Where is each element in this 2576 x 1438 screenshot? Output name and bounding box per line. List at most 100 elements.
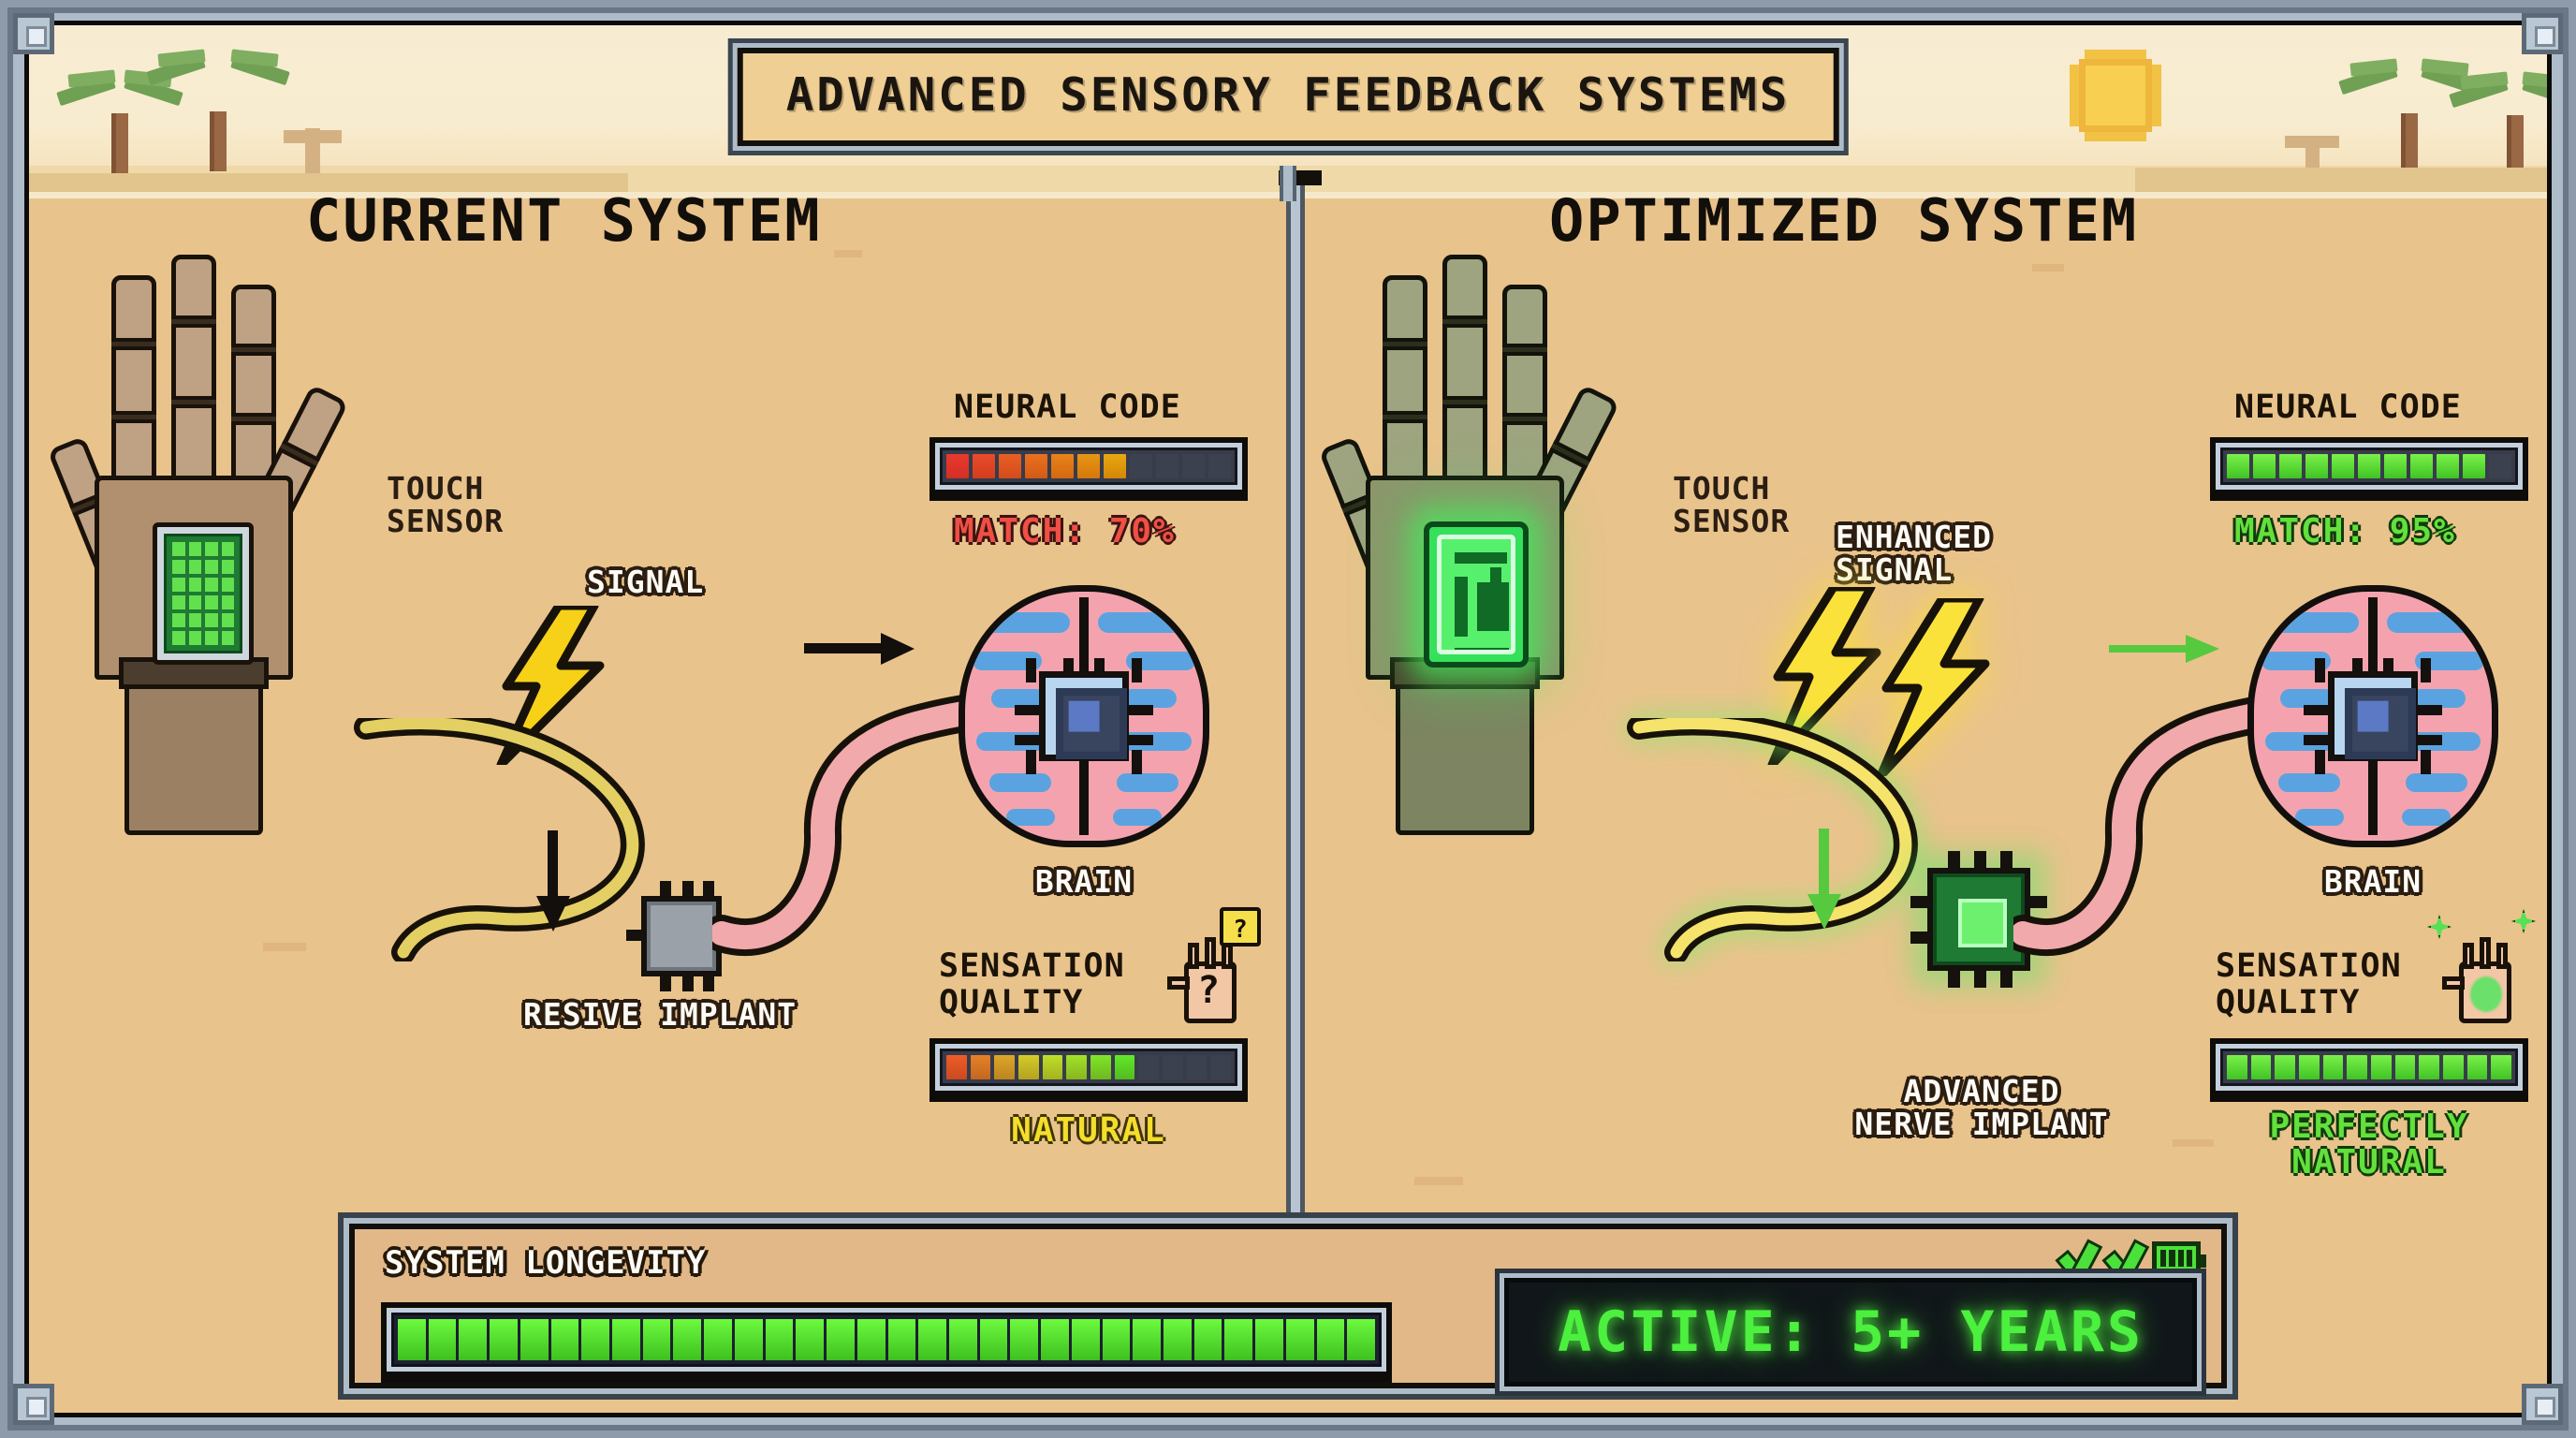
bar-segment xyxy=(2489,454,2511,478)
column-divider xyxy=(1279,170,1322,1253)
bar-segment xyxy=(2305,454,2328,478)
flow-arrow-brain-current xyxy=(804,632,916,666)
bar-segment xyxy=(2463,454,2485,478)
longevity-segment xyxy=(1133,1319,1161,1360)
lightning-bolt-optimized-secondary xyxy=(1856,594,2006,781)
finger xyxy=(1383,275,1427,491)
bar-track xyxy=(940,1049,1237,1086)
wrist xyxy=(124,667,263,835)
longevity-segment xyxy=(459,1319,488,1360)
palm-tree xyxy=(56,69,183,173)
bar-segment xyxy=(946,1055,967,1079)
title-banner: ADVANCED SENSORY FEEDBACK SYSTEMS xyxy=(727,38,1849,155)
wrist xyxy=(1396,667,1534,835)
longevity-segment xyxy=(1255,1319,1283,1360)
bar-segment xyxy=(1182,454,1205,478)
status-lcd: ACTIVE: 5+ YEARS xyxy=(1495,1269,2206,1396)
neural-code-bar-optimized xyxy=(2210,437,2528,495)
label-implant-current: RESIVE IMPLANT xyxy=(523,996,798,1033)
bar-segment xyxy=(1114,1055,1135,1079)
longevity-segment xyxy=(428,1319,457,1360)
robotic-hand-current xyxy=(47,255,349,854)
bar-segment xyxy=(946,454,969,478)
sand-fleck xyxy=(834,250,862,257)
bar-segment xyxy=(2410,454,2433,478)
brain-chip-icon xyxy=(1039,671,1129,761)
longevity-segment xyxy=(918,1319,946,1360)
bar-segment xyxy=(2466,1055,2488,1079)
sensation-quality-value-current: NATURAL xyxy=(1011,1111,1166,1150)
longevity-segment xyxy=(1010,1319,1039,1360)
longevity-segment xyxy=(796,1319,825,1360)
label-signal-optimized: ENHANCED SIGNAL xyxy=(1836,519,1992,588)
bar-segment xyxy=(1186,1055,1208,1079)
brain-dome xyxy=(2247,585,2498,847)
label-touch-sensor-optimized: TOUCH SENSOR xyxy=(1673,470,1791,539)
longevity-segment xyxy=(642,1319,671,1360)
finger xyxy=(171,255,216,491)
bar-segment xyxy=(2394,1055,2416,1079)
finger xyxy=(1442,255,1487,491)
longevity-segment xyxy=(704,1319,732,1360)
bar-track xyxy=(2220,1049,2518,1086)
label-brain-current: BRAIN xyxy=(1034,863,1134,900)
bar-segment xyxy=(2227,1055,2247,1079)
hand-feedback-icon-optimized xyxy=(2442,937,2523,1034)
longevity-segment xyxy=(1224,1319,1253,1360)
neural-code-bar-current xyxy=(929,437,1248,495)
bar-segment xyxy=(994,1055,1016,1079)
bar-track xyxy=(2220,448,2518,485)
neural-code-value-current: MATCH: 70% xyxy=(954,512,1176,550)
longevity-segment xyxy=(1163,1319,1192,1360)
bar-segment xyxy=(1130,454,1152,478)
corner-bolt xyxy=(2522,13,2563,54)
palm-tree xyxy=(146,49,290,171)
banner-stem xyxy=(1280,166,1296,201)
enhanced-sensor-chip xyxy=(1424,521,1529,668)
corner-bolt xyxy=(13,1384,54,1425)
cactus-arm xyxy=(284,130,342,143)
sand-fleck xyxy=(263,943,306,951)
finger xyxy=(1502,285,1547,491)
label-touch-sensor-current: TOUCH SENSOR xyxy=(387,470,505,539)
sensor-led-grid xyxy=(164,534,242,653)
bar-segment xyxy=(2275,1055,2296,1079)
brain-optimized xyxy=(2247,585,2498,847)
bar-segment xyxy=(2358,454,2380,478)
column-heading-current: CURRENT SYSTEM xyxy=(306,186,822,255)
longevity-segment xyxy=(1071,1319,1100,1360)
brain-current xyxy=(959,585,1209,847)
signal-wire-optimized xyxy=(1620,718,2013,961)
longevity-segment xyxy=(1347,1319,1375,1360)
bar-segment xyxy=(970,1055,991,1079)
finger xyxy=(111,275,156,491)
bar-segment xyxy=(2419,1055,2440,1079)
bar-segment xyxy=(1025,454,1047,478)
longevity-segment xyxy=(490,1319,518,1360)
gauge-title-neural-code-current: NEURAL CODE xyxy=(954,389,1181,426)
label-signal-current: SIGNAL xyxy=(587,564,705,600)
bar-segment xyxy=(1042,1055,1063,1079)
sand-fleck xyxy=(2032,264,2064,271)
label-brain-optimized: BRAIN xyxy=(2323,863,2422,900)
longevity-segment xyxy=(1102,1319,1131,1360)
longevity-segment xyxy=(734,1319,763,1360)
longevity-segment xyxy=(1193,1319,1222,1360)
longevity-track xyxy=(391,1313,1382,1367)
bar-track xyxy=(940,448,1237,485)
longevity-segment xyxy=(673,1319,702,1360)
longevity-label: SYSTEM LONGEVITY xyxy=(385,1244,707,1282)
bar-segment xyxy=(2250,1055,2272,1079)
bar-segment xyxy=(973,454,995,478)
longevity-segment xyxy=(765,1319,794,1360)
corner-bolt xyxy=(13,13,54,54)
hand-feedback-icon-current: ? xyxy=(1167,937,1248,1034)
bar-segment xyxy=(1138,1055,1160,1079)
neural-code-value-optimized: MATCH: 95% xyxy=(2234,512,2456,550)
robotic-hand-optimized xyxy=(1318,255,1620,854)
flow-arrow-brain-optimized xyxy=(2109,632,2221,666)
system-longevity-panel: SYSTEM LONGEVITY ACTIVE: 5+ YEARS xyxy=(338,1212,2238,1400)
cactus-arm xyxy=(2285,136,2339,148)
bar-segment xyxy=(2279,454,2302,478)
